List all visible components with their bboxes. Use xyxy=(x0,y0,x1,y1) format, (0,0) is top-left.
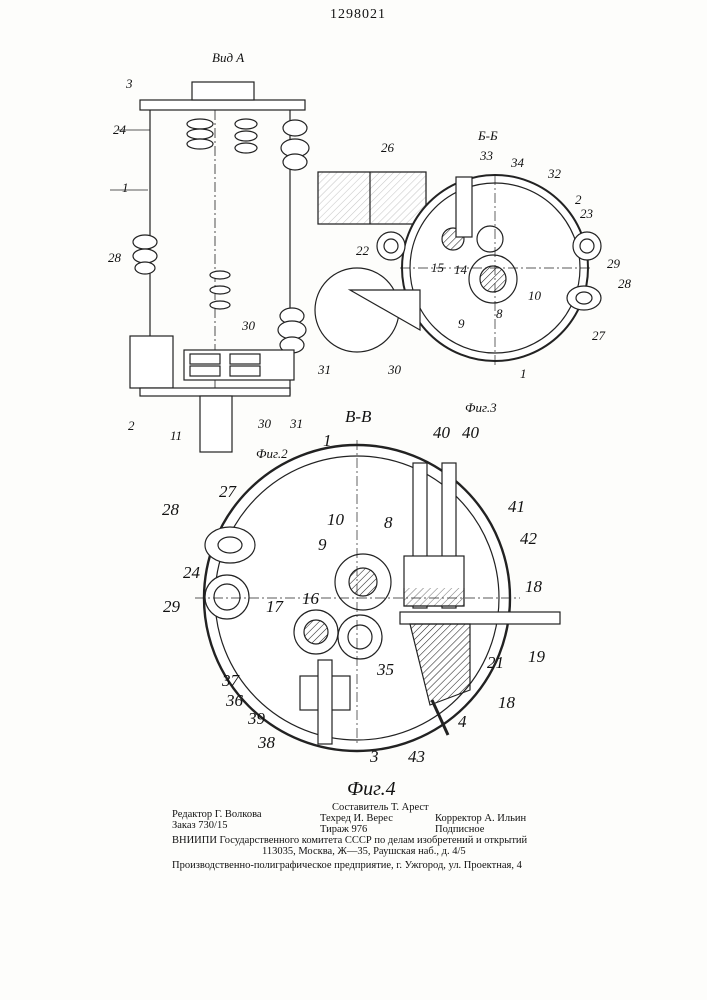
fig4-section-title: В-В xyxy=(345,407,372,426)
fig3-label: 10 xyxy=(528,288,542,303)
fig4-label: 37 xyxy=(221,671,241,690)
fig4-label: 21 xyxy=(487,653,504,672)
fig3-label: 34 xyxy=(510,155,525,170)
footer-address: 113035, Москва, Ж—35, Раушская наб., д. … xyxy=(262,846,466,857)
fig3-label: 29 xyxy=(607,256,621,271)
fig4-label: 43 xyxy=(408,747,425,766)
fig3-label: 2 xyxy=(575,192,582,207)
fig3-label: 23 xyxy=(580,206,594,221)
fig4-label: 18 xyxy=(498,693,516,712)
fig3-caption: Фиг.3 xyxy=(465,400,497,415)
fig4-caption: Фиг.4 xyxy=(347,778,396,800)
fig2-label: 28 xyxy=(108,250,122,265)
fig3-label: 9 xyxy=(458,316,465,331)
fig4-label: 17 xyxy=(266,597,285,616)
footer-corrector: Корректор А. Ильин xyxy=(435,813,526,824)
fig2-caption: Фиг.2 xyxy=(256,446,288,461)
fig4-label: 29 xyxy=(163,597,181,616)
fig2-view-title: Вид А xyxy=(212,50,244,65)
fig2-label: 30 xyxy=(257,416,272,431)
fig4-label: 35 xyxy=(376,660,394,679)
fig3-label: 15 xyxy=(431,260,445,275)
fig4-label: 39 xyxy=(247,709,266,728)
fig3-label: 8 xyxy=(496,306,503,321)
fig4-label: 1 xyxy=(323,431,332,450)
fig2-label: 11 xyxy=(170,428,182,443)
fig4-label: 8 xyxy=(384,513,393,532)
fig4-label: 19 xyxy=(528,647,546,666)
fig2-label: 3 xyxy=(125,76,133,91)
footer-subscription: Подписное xyxy=(435,824,484,835)
fig4-label: 40 xyxy=(462,423,480,442)
fig4-label: 10 xyxy=(327,510,345,529)
fig4-label: 24 xyxy=(183,563,201,582)
fig3-label: 28 xyxy=(618,276,632,291)
footer-order: Заказ 730/15 xyxy=(172,820,227,831)
fig4-label: 42 xyxy=(520,529,538,548)
fig4-label: 9 xyxy=(318,535,327,554)
footer-compiler: Составитель Т. Арест xyxy=(332,802,429,813)
fig3-label: 30 xyxy=(387,362,402,377)
fig3-label: 22 xyxy=(356,243,370,258)
fig3-label: 1 xyxy=(520,366,527,381)
fig4-label: 27 xyxy=(219,482,238,501)
fig4-label: 3 xyxy=(369,747,379,766)
fig4-label: 38 xyxy=(257,733,276,752)
fig3-label: 14 xyxy=(454,262,468,277)
fig2-label: 24 xyxy=(113,122,127,137)
fig4-label: 18 xyxy=(525,577,543,596)
fig2-drawing: Вид А xyxy=(110,50,309,452)
footer-printer: Производственно-полиграфическое предприя… xyxy=(172,860,522,871)
fig3-label: 33 xyxy=(479,148,494,163)
fig2-label: 2 xyxy=(128,418,135,433)
fig4-label: 40 xyxy=(433,423,451,442)
footer-institute: ВНИИПИ Государственного комитета СССР по… xyxy=(172,835,527,846)
fig3-label: 27 xyxy=(592,328,606,343)
patent-number: 1298021 xyxy=(330,7,386,22)
footer-techred: Техред И. Верес xyxy=(320,813,393,824)
fig4-label: 41 xyxy=(508,497,525,516)
fig3-label: 32 xyxy=(547,166,562,181)
fig4-label: 28 xyxy=(162,500,180,519)
fig3-section-title: Б-Б xyxy=(477,128,498,143)
fig3-label: 31 xyxy=(317,362,331,377)
fig2-label: 30 xyxy=(241,318,256,333)
fig2-label: 1 xyxy=(122,180,129,195)
fig3-label: 26 xyxy=(381,140,395,155)
fig4-label: 4 xyxy=(458,712,467,731)
fig4-label: 36 xyxy=(225,691,244,710)
footer-editor: Редактор Г. Волкова xyxy=(172,809,262,820)
footer-circulation: Тираж 976 xyxy=(320,824,367,835)
fig4-label: 16 xyxy=(302,589,320,608)
fig2-label: 31 xyxy=(289,416,303,431)
